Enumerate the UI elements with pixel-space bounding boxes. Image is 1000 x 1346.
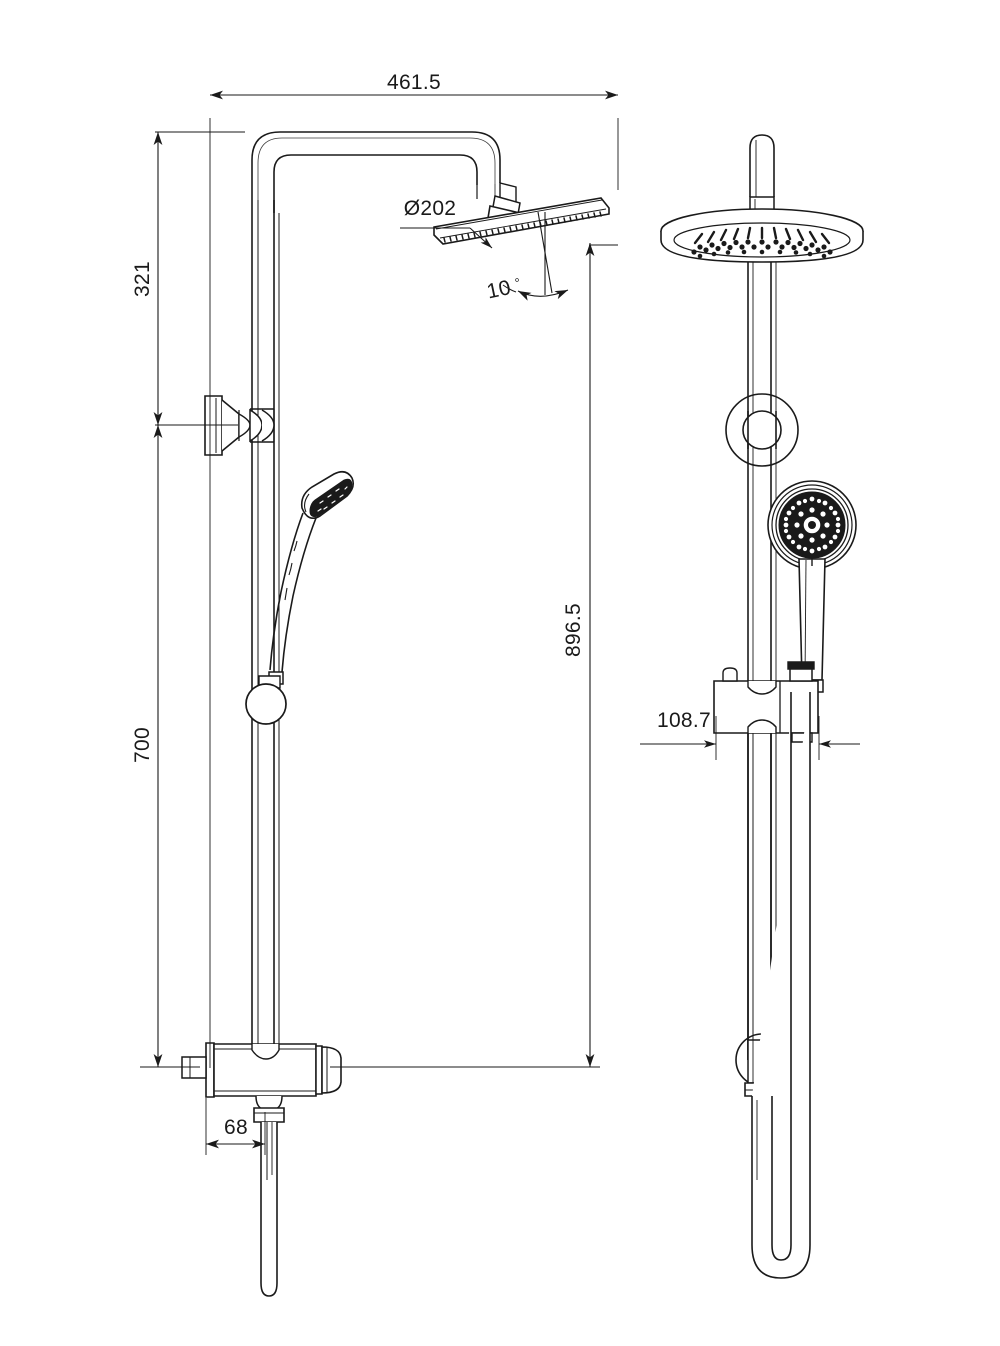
shower-arm-front <box>743 134 781 219</box>
rain-shower-head-front <box>660 208 864 263</box>
hand-shower <box>268 470 354 685</box>
dimension-label-head-angle: 10 <box>485 276 513 303</box>
shower-arm <box>251 131 501 213</box>
slider-holder <box>245 675 287 725</box>
dimension-mixer-projection <box>205 1098 266 1155</box>
wall-bracket <box>204 395 275 456</box>
dimension-label-head-diameter: Ø202 <box>404 197 457 220</box>
dimension-label-front-mixer-width: 108.7 <box>657 709 711 732</box>
thermostatic-mixer-front <box>713 661 819 743</box>
dimension-label-bracket-to-mixer: 700 <box>131 727 154 763</box>
wall-bracket-front <box>725 393 799 467</box>
dimension-label-head-angle-group: 10 ° <box>485 275 522 304</box>
dimension-label-mixer-projection: 68 <box>224 1116 248 1139</box>
dimension-overall-width <box>209 90 619 1068</box>
rain-shower-head <box>433 197 610 245</box>
dimension-label-top-to-bracket: 321 <box>131 261 154 297</box>
hand-shower-front <box>767 480 857 693</box>
dimension-head-angle <box>502 211 591 301</box>
degree-symbol: ° <box>514 275 522 291</box>
riser-rail <box>251 200 280 1050</box>
dimension-front-mixer-width <box>640 716 860 760</box>
dimension-bracket-to-mixer <box>140 425 200 1068</box>
leader-head-diameter <box>400 227 493 249</box>
shower-hose-front <box>751 692 811 1279</box>
dimension-head-to-mixer <box>330 243 618 1068</box>
dimension-label-overall-width: 461.5 <box>387 71 441 94</box>
dimension-top-to-bracket <box>153 131 245 426</box>
shower-hose <box>260 1122 278 1297</box>
dimension-label-head-to-mixer: 896.5 <box>562 603 585 657</box>
thermostatic-mixer <box>181 1042 342 1123</box>
